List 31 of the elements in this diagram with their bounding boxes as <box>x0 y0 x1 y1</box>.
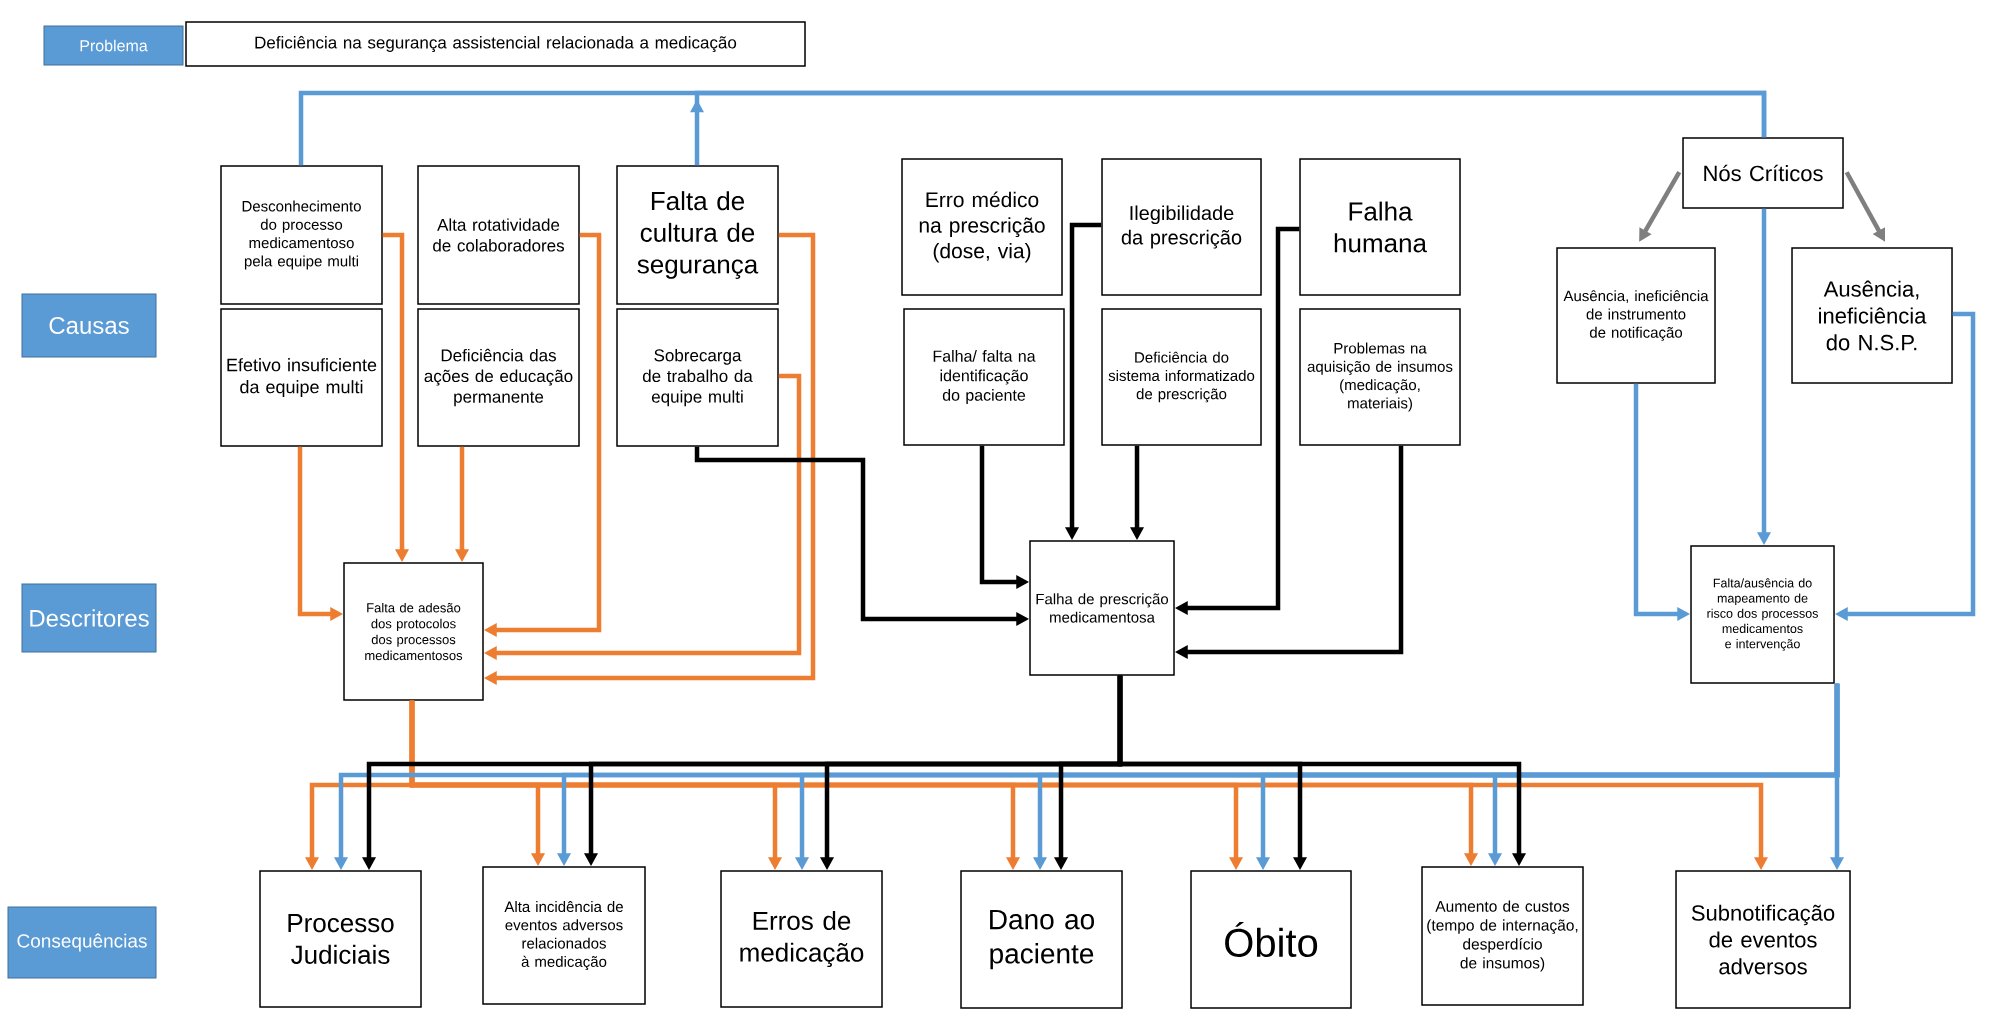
cause-box: Efetivo insuficiente da equipe multi <box>220 308 383 447</box>
cause-box: Falha/ falta na identificação do paciente <box>903 308 1065 446</box>
consequence-box: Aumento de custos (tempo de internação, desperdício de insumos) <box>1421 866 1584 1006</box>
row-label: Descritores <box>21 583 157 653</box>
arrow <box>690 90 1767 166</box>
cause-box: Erro médico na prescrição (dose, via) <box>901 158 1063 296</box>
consequence-box: Dano ao paciente <box>960 870 1123 1009</box>
descriptor-box: Falha de prescrição medicamentosa <box>1029 540 1175 676</box>
cause-box: Falha humana <box>1299 158 1461 296</box>
cause-box: Falta de cultura de segurança <box>616 165 779 305</box>
descriptor-box: Falta/ausência do mapeamento de risco dos processos medicamentos e intervenção <box>1690 545 1835 684</box>
problem-box: Deficiência na segurança assistencial relacionada a medicação <box>185 21 806 67</box>
consequence-box: Subnotificação de eventos adversos <box>1675 870 1851 1009</box>
cause-box: Deficiência do sistema informatizado de prescrição <box>1101 308 1262 446</box>
cause-box: Desconhecimento do processo medicamentoso pela equipe multi <box>220 165 383 305</box>
consequence-box: Processo Judiciais <box>259 870 422 1008</box>
cause-box: Deficiência das ações de educação permanente <box>417 308 580 447</box>
cause-box: Ilegibilidade da prescrição <box>1101 158 1262 296</box>
row-label: Causas <box>21 293 157 358</box>
cause-box: Ausência, ineficiência de instrumento de notificação <box>1556 247 1716 384</box>
critical-node-box: Nós Críticos <box>1682 137 1844 209</box>
consequence-box: Erros de medicação <box>720 870 883 1008</box>
cause-box: Problemas na aquisição de insumos (medicação, materiais) <box>1299 308 1461 446</box>
cause-box: Alta rotatividade de colaboradores <box>417 165 580 305</box>
cause-box: Sobrecarga de trabalho da equipe multi <box>616 308 779 447</box>
cause-box: Ausência, ineficiência do N.S.P. <box>1791 247 1953 384</box>
row-label: Consequências <box>7 906 157 979</box>
consequence-box: Óbito <box>1190 870 1352 1009</box>
category-label: Problema <box>43 25 184 66</box>
consequence-box: Alta incidência de eventos adversos relacionados à medicação <box>482 866 646 1005</box>
descriptor-box: Falta de adesão dos protocolos dos processos medicamentosos <box>343 562 484 701</box>
